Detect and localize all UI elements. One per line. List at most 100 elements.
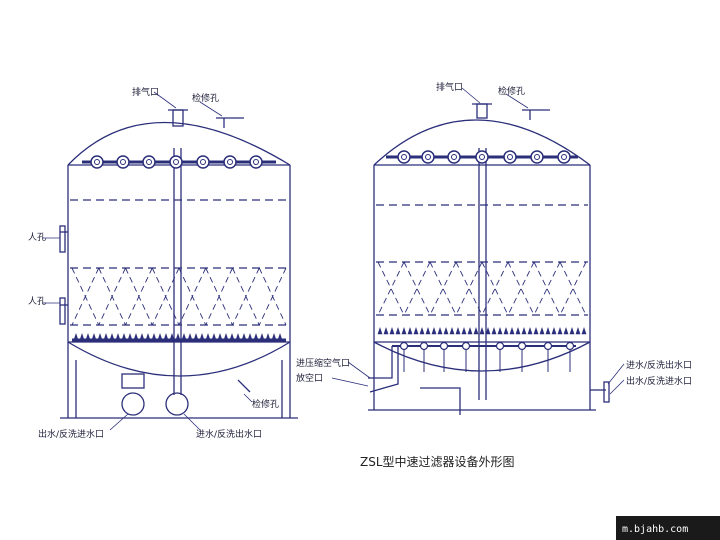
left-nozzle-row — [73, 333, 283, 341]
distributor-head — [475, 150, 489, 164]
distributor-head-core — [94, 159, 100, 165]
nozzle — [491, 327, 497, 335]
right-inspection-top-label: 检修孔 — [498, 85, 525, 97]
leader-left-outlet — [109, 413, 129, 431]
nozzle — [133, 333, 139, 341]
left-vent-label: 排气口 — [132, 86, 159, 98]
media-hatch — [258, 267, 287, 326]
right-compressed-air-label: 进压缩空气口 — [296, 357, 350, 369]
nozzle — [211, 333, 217, 341]
nozzle — [223, 333, 229, 341]
left-distributor-heads — [90, 155, 263, 169]
nozzle — [175, 333, 181, 341]
nozzle — [473, 327, 479, 335]
air-valve — [399, 341, 409, 351]
nozzle — [443, 327, 449, 335]
nozzle — [395, 327, 401, 335]
leader-right-vent — [461, 87, 481, 104]
nozzle — [485, 327, 491, 335]
nozzle — [253, 333, 259, 341]
nozzle — [515, 327, 521, 335]
nozzle — [139, 333, 145, 341]
nozzle — [187, 333, 193, 341]
distributor-head — [249, 155, 263, 169]
nozzle — [91, 333, 97, 341]
nozzle — [265, 333, 271, 341]
nozzle — [563, 327, 569, 335]
right-vent-label: 排气口 — [436, 81, 463, 93]
nozzle — [533, 327, 539, 335]
right-side-outlet-flange — [603, 381, 610, 403]
air-valve — [439, 341, 449, 351]
nozzle — [389, 327, 395, 335]
nozzle — [449, 327, 455, 335]
left-manhole-upper-label: 人孔 — [28, 232, 46, 243]
air-valve — [517, 341, 527, 351]
nozzle — [169, 333, 175, 341]
nozzle — [509, 327, 515, 335]
right-outlet-label: 出水/反洗进水口 — [626, 375, 692, 387]
watermark-text: m.bjahb.com — [622, 524, 688, 535]
nozzle — [431, 327, 437, 335]
distributor-head-core — [451, 154, 457, 160]
nozzle — [425, 327, 431, 335]
nozzle — [157, 333, 163, 341]
nozzle — [145, 333, 151, 341]
nozzle — [115, 333, 121, 341]
nozzle — [229, 333, 235, 341]
nozzle — [103, 333, 109, 341]
media-hatch — [205, 267, 233, 326]
left-top-dome — [67, 121, 291, 166]
right-inner-pipe — [420, 387, 461, 415]
nozzle — [241, 333, 247, 341]
distributor-head — [447, 150, 461, 164]
nozzle — [539, 327, 545, 335]
nozzle — [271, 333, 277, 341]
figure-caption: ZSL型中速过滤器设备外形图 — [360, 454, 515, 469]
nozzle — [217, 333, 223, 341]
nozzle — [497, 327, 503, 335]
nozzle — [575, 327, 581, 335]
nozzle — [277, 333, 283, 341]
media-hatch — [151, 267, 180, 326]
nozzle — [407, 327, 413, 335]
right-inlet-label: 进水/反洗出水口 — [626, 359, 692, 371]
right-nozzle-row — [377, 327, 587, 335]
nozzle — [401, 327, 407, 335]
nozzle — [193, 333, 199, 341]
media-hatch — [178, 267, 207, 326]
media-hatch — [232, 267, 260, 326]
distributor-head — [116, 155, 130, 169]
left-manhole-upper-plate — [59, 225, 66, 253]
left-inspection-top-label: 检修孔 — [192, 92, 219, 104]
nozzle — [479, 327, 485, 335]
right-bottom-dome — [373, 341, 591, 372]
nozzle — [73, 333, 79, 341]
leader-left-inlet — [183, 413, 201, 431]
nozzle — [521, 327, 527, 335]
distributor-head — [196, 155, 210, 169]
left-inlet-label: 进水/反洗出水口 — [196, 428, 262, 440]
nozzle — [569, 327, 575, 335]
leader-right-inspection-top — [505, 93, 529, 109]
left-outlet-label: 出水/反洗进水口 — [38, 428, 104, 440]
left-inspection-bottom-label: 检修孔 — [252, 398, 279, 410]
nozzle — [121, 333, 127, 341]
distributor-head — [503, 150, 517, 164]
nozzle — [527, 327, 533, 335]
nozzle — [551, 327, 557, 335]
nozzle — [413, 327, 419, 335]
distributor-head-core — [479, 154, 485, 160]
distributor-head-core — [534, 154, 540, 160]
nozzle — [419, 327, 425, 335]
distributor-head-core — [425, 154, 431, 160]
distributor-head-core — [253, 159, 259, 165]
distributor-head-core — [146, 159, 152, 165]
distributor-head-core — [561, 154, 567, 160]
nozzle — [557, 327, 563, 335]
left-inspection-bottom-nozzle — [237, 379, 251, 393]
nozzle — [437, 327, 443, 335]
right-drain-pipe — [369, 346, 399, 393]
nozzle — [259, 333, 265, 341]
